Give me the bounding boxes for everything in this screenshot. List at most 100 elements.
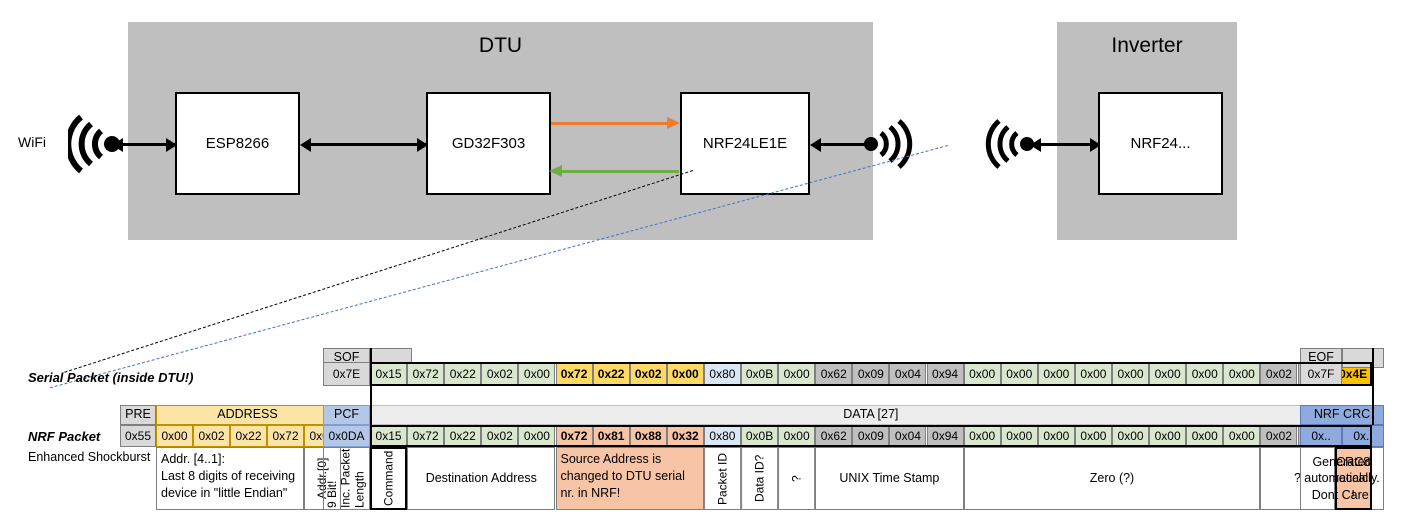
chip-esp8266: ESP8266: [175, 92, 300, 195]
dtu-title: DTU: [478, 34, 523, 57]
inverter-antenna-arrow-left: [1030, 138, 1041, 152]
nrf-byte-20: 0x00: [1112, 425, 1150, 447]
nrf-byte-9: 0x80: [703, 425, 741, 447]
serial-byte-18: 0x00: [1037, 362, 1075, 386]
inverter-antenna-arrow-right: [1090, 138, 1101, 152]
uplink-arrow-head: [667, 117, 680, 129]
downlink-arrow-head: [549, 165, 562, 177]
esp-gd32-arrow-right: [417, 138, 428, 152]
nrf-byte-24: 0x02: [1260, 425, 1298, 447]
serial-byte-16: 0x00: [963, 362, 1001, 386]
nrf-byte-19: 0x00: [1074, 425, 1112, 447]
nrf-data-header: DATA [27]: [370, 405, 1372, 425]
packet-tables: Serial Packet (inside DTU!) NRF Packet E…: [0, 330, 1406, 523]
nrf-byte-6: 0x81: [592, 425, 630, 447]
nrf-address-byte-3: 0x72: [267, 425, 304, 447]
nrf-packet-label: NRF Packet: [28, 429, 101, 444]
nrf-byte-14: 0x04: [889, 425, 927, 447]
serial-byte-2: 0x22: [444, 362, 482, 386]
serial-byte-11: 0x00: [778, 362, 816, 386]
nrf-byte-1: 0x72: [407, 425, 445, 447]
serial-byte-20: 0x00: [1112, 362, 1150, 386]
desc-unix-timestamp: UNIX Time Stamp: [815, 447, 964, 510]
nrf-byte-17: 0x00: [1000, 425, 1038, 447]
serial-byte-3: 0x02: [481, 362, 519, 386]
enhanced-shockburst-label: Enhanced Shockburst: [28, 450, 151, 464]
serial-eof-header-spacer: [1342, 348, 1384, 368]
serial-byte-9: 0x80: [703, 362, 741, 386]
nrf-byte-5: 0x72: [555, 425, 593, 447]
serial-byte-22: 0x00: [1186, 362, 1224, 386]
nrf-byte-3: 0x02: [481, 425, 519, 447]
wifi-esp-arrow-left: [112, 138, 123, 152]
nrf-byte-18: 0x00: [1037, 425, 1075, 447]
serial-eof-value: 0x7F: [1300, 362, 1342, 386]
desc-packet-id: Packet ID: [703, 447, 741, 510]
desc-zero: Zero (?): [963, 447, 1261, 510]
serial-byte-15: 0x94: [926, 362, 964, 386]
connector-right: [1371, 348, 1374, 425]
chip-gd32f303: GD32F303: [426, 92, 551, 195]
desc-address: Addr. [4..1]:Last 8 digits of receiving …: [156, 447, 304, 510]
dtu-radio-antenna-icon: [863, 118, 913, 175]
nrf-pre-header: PRE: [120, 405, 156, 425]
serial-byte-17: 0x00: [1000, 362, 1038, 386]
serial-byte-6: 0x22: [592, 362, 630, 386]
desc-unknown-1: ?: [778, 447, 816, 510]
serial-byte-14: 0x04: [889, 362, 927, 386]
chip-nrf24: NRF24...: [1098, 92, 1223, 195]
nrf-address-byte-0: 0x00: [156, 425, 193, 447]
serial-byte-5: 0x72: [555, 362, 593, 386]
inverter-title: Inverter: [1111, 34, 1183, 57]
nrf-antenna-arrow-left: [810, 138, 821, 152]
nrf-byte-12: 0x62: [815, 425, 853, 447]
nrf-pcf-value: 0x0DA: [323, 425, 370, 447]
nrf-byte-4: 0x00: [518, 425, 556, 447]
serial-byte-23: 0x00: [1223, 362, 1261, 386]
nrf-byte-22: 0x00: [1186, 425, 1224, 447]
serial-sof-value: 0x7E: [323, 362, 370, 386]
serial-byte-24: 0x02: [1260, 362, 1298, 386]
serial-byte-4: 0x00: [518, 362, 556, 386]
nrf-byte-16: 0x00: [963, 425, 1001, 447]
serial-byte-0: 0x15: [370, 362, 408, 386]
desc-unknown-2: ?: [1260, 447, 1335, 510]
desc-command: Command: [370, 447, 408, 510]
connector-left: [370, 348, 372, 425]
nrf-pre-value: 0x55: [120, 425, 156, 447]
serial-byte-19: 0x00: [1074, 362, 1112, 386]
nrf-byte-2: 0x22: [444, 425, 482, 447]
nrf-byte-13: 0x09: [852, 425, 890, 447]
nrf-byte-21: 0x00: [1149, 425, 1187, 447]
nrf-byte-7: 0x88: [629, 425, 667, 447]
desc-destination-address: Destination Address: [407, 447, 556, 510]
block-diagram: DTU Inverter WiFi ESP8266 GD32F303 NRF24…: [18, 22, 1237, 389]
wifi-esp-link: [118, 143, 175, 146]
nrf-crc-byte-1: 0x..: [1342, 425, 1384, 447]
nrf-byte-0: 0x15: [370, 425, 408, 447]
chip-nrf24le1e: NRF24LE1E: [680, 92, 810, 195]
serial-byte-13: 0x09: [852, 362, 890, 386]
nrf-crc-byte-0: 0x..: [1300, 425, 1342, 447]
desc-data-id: Data ID?: [741, 447, 779, 510]
serial-byte-8: 0x00: [666, 362, 704, 386]
nrf-address-byte-1: 0x02: [193, 425, 230, 447]
serial-packet-label: Serial Packet (inside DTU!): [28, 370, 194, 385]
nrf-byte-10: 0x0B: [741, 425, 779, 447]
nrf-address-byte-2: 0x22: [230, 425, 267, 447]
serial-byte-10: 0x0B: [741, 362, 779, 386]
uplink-arrow-line: [551, 122, 673, 125]
inverter-radio-antenna-icon: [985, 118, 1035, 175]
nrf-crc-header: NRF CRC: [1300, 405, 1384, 425]
esp-gd32-arrow-left: [300, 138, 311, 152]
esp-gd32-link: [306, 143, 426, 146]
nrf-address-header: ADDRESS: [156, 405, 339, 425]
wifi-esp-arrow-right: [166, 138, 177, 152]
nrf-byte-23: 0x00: [1223, 425, 1261, 447]
nrf-byte-11: 0x00: [778, 425, 816, 447]
wifi-label: WiFi: [18, 134, 46, 150]
nrf-pcf-header: PCF: [323, 405, 370, 425]
nrf-byte-8: 0x32: [666, 425, 704, 447]
